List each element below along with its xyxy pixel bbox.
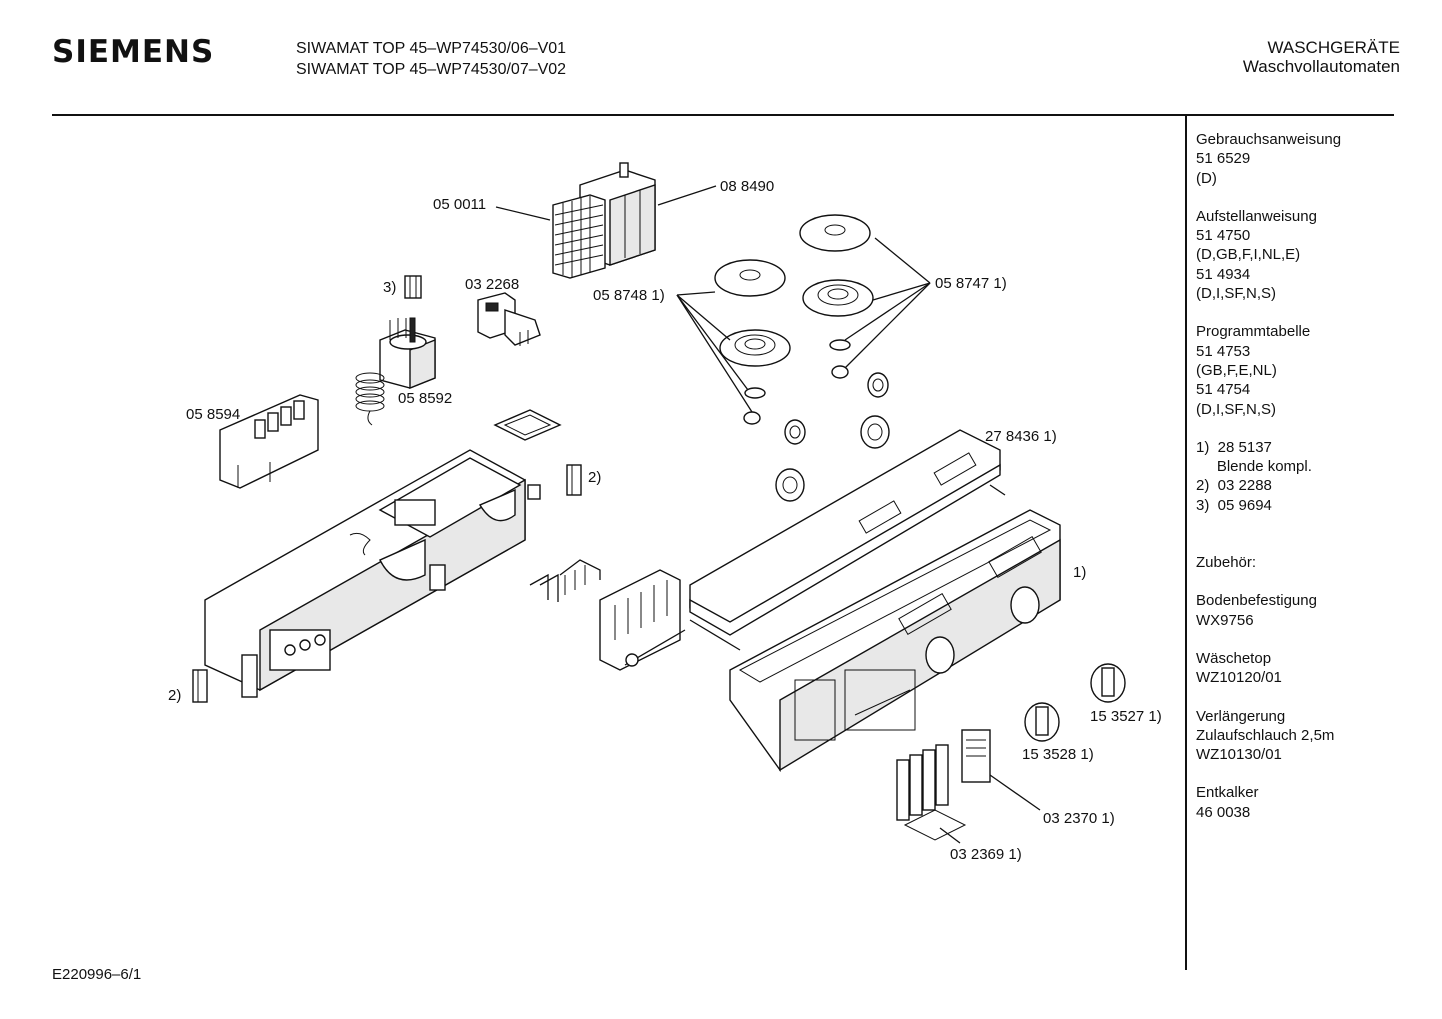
switch-carrier-part (599, 569, 686, 671)
drawing-code: E220996–6/1 (52, 966, 142, 983)
part-label-088490: 08 8490 (720, 178, 774, 195)
small-clip-part-2b (192, 669, 208, 703)
note-line: Aufstellanweisung (1196, 207, 1317, 225)
note-line: WZ10130/01 (1196, 746, 1282, 764)
knob-153528 (1024, 702, 1060, 742)
square-frame-part (493, 409, 562, 441)
note-line: (GB,F,E,NL) (1196, 361, 1277, 379)
part-label-058748: 05 8748 1) (593, 287, 665, 304)
part-label-2a: 2) (588, 469, 601, 486)
note-line: (D,I,SF,N,S) (1196, 285, 1277, 303)
group-verlaengerung: Verlängerung Zulaufschlauch 2,5m WZ10130… (1196, 707, 1426, 765)
part-label-058592: 05 8592 (398, 390, 452, 407)
group-entkalker: Entkalker 46 0038 (1196, 783, 1426, 822)
part-label-058747: 05 8747 1) (935, 275, 1007, 292)
note-line: Entkalker (1196, 784, 1259, 802)
note-line: 1) 28 5137 (1196, 438, 1272, 456)
part-label-153527: 15 3527 1) (1090, 708, 1162, 725)
model-line-1: SIWAMAT TOP 45–WP74530/06–V01 (296, 40, 567, 57)
group-programmtabelle: Programmtabelle 51 4753 (GB,F,E,NL) 51 4… (1196, 322, 1426, 418)
dispenser-cover-032369 (896, 744, 967, 841)
note-line: (D,I,SF,N,S) (1196, 400, 1277, 418)
push-button-rings (714, 214, 874, 367)
category-title: WASCHGERÄTE (1267, 38, 1400, 57)
spring-clips (743, 339, 851, 425)
part-label-032268: 03 2268 (465, 276, 519, 293)
leader-lines (495, 185, 1041, 844)
note-line: (D,GB,F,I,NL,E) (1196, 246, 1301, 264)
gear-wheels (775, 372, 890, 502)
small-clip-part-2a (566, 464, 582, 496)
note-line: 51 4754 (1196, 381, 1251, 399)
part-label-032369: 03 2369 1) (950, 846, 1022, 863)
note-line: 2) 03 2288 (1196, 477, 1272, 495)
circuit-board-part (219, 394, 319, 489)
spring-coil-part (355, 372, 385, 426)
part-label-153528: 15 3528 1) (1022, 746, 1094, 763)
note-line: 51 4753 (1196, 342, 1251, 360)
timer-motor-part (379, 317, 436, 390)
knob-153527 (1090, 663, 1126, 703)
part-label-278436: 27 8436 1) (985, 428, 1057, 445)
group-zubehoer: Zubehör: (1196, 553, 1426, 572)
part-label-3: 3) (383, 279, 396, 296)
part-label-032370: 03 2370 1) (1043, 810, 1115, 827)
note-line: WX9756 (1196, 611, 1254, 629)
part-label-1: 1) (1073, 564, 1086, 581)
note-line: Blende kompl. (1196, 458, 1312, 476)
note-line: Zubehör: (1196, 554, 1257, 572)
sidebar-notes: Gebrauchsanweisung 51 6529 (D) Aufstella… (1196, 130, 1426, 841)
note-line: 51 4934 (1196, 265, 1251, 283)
header-rule (52, 114, 1394, 116)
part-label-050011: 05 0011 (433, 196, 486, 213)
note-line: 3) 05 9694 (1196, 496, 1272, 514)
group-gebrauchsanweisung: Gebrauchsanweisung 51 6529 (D) (1196, 130, 1426, 188)
group-footnotes: 1) 28 5137 Blende kompl. 2) 03 2288 3) 0… (1196, 438, 1426, 515)
front-panel-part (729, 509, 1061, 773)
note-line: WZ10120/01 (1196, 669, 1282, 687)
part-label-2b: 2) (168, 687, 181, 704)
note-line: 51 6529 (1196, 150, 1251, 168)
note-line: Wäschetop (1196, 649, 1272, 667)
brand-logo: SIEMENS (52, 34, 215, 70)
note-line: 51 4750 (1196, 227, 1251, 245)
group-waeschetop: Wäschetop WZ10120/01 (1196, 649, 1426, 688)
note-line: Programmtabelle (1196, 323, 1311, 341)
note-line: Bodenbefestigung (1196, 592, 1317, 610)
relay-part (477, 292, 541, 346)
note-line: 46 0038 (1196, 803, 1251, 821)
note-line: Zulaufschlauch 2,5m (1196, 726, 1335, 744)
part-label-058594: 05 8594 (186, 406, 240, 423)
model-line-2: SIWAMAT TOP 45–WP74530/07–V02 (296, 61, 567, 78)
panel-strip-part (689, 429, 1006, 651)
group-bodenbefestigung: Bodenbefestigung WX9756 (1196, 591, 1426, 630)
programme-switch-part (579, 162, 656, 266)
exploded-parts-diagram: 05 0011 08 8490 3) 03 2268 05 8748 1) 05… (168, 162, 1162, 863)
small-clip-part (404, 275, 422, 299)
connector-block-part (552, 194, 606, 279)
dispenser-cover-032370 (961, 729, 991, 783)
sidebar-divider (1185, 116, 1187, 970)
note-line: Gebrauchsanweisung (1196, 131, 1342, 148)
note-line: Verlängerung (1196, 707, 1286, 725)
category-subtitle: Waschvollautomaten (1242, 57, 1400, 76)
contact-comb-part (529, 559, 601, 602)
group-aufstellanweisung: Aufstellanweisung 51 4750 (D,GB,F,I,NL,E… (1196, 207, 1426, 303)
control-chassis-part (204, 449, 541, 698)
note-line: (D) (1196, 169, 1217, 187)
